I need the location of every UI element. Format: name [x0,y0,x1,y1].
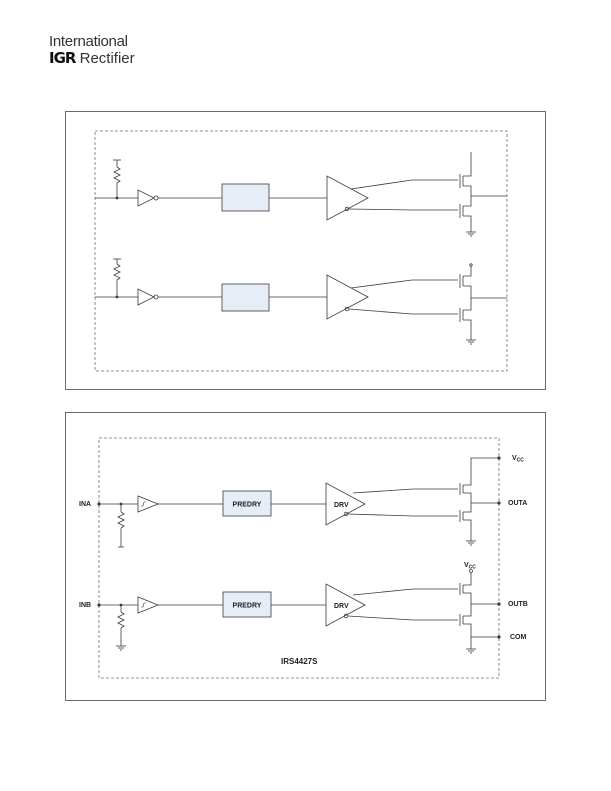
block-diagram-2-svg: INA INB VCC VCC OUTA OUTB COM PREDRY PRE… [79,437,528,679]
ic-outline [94,130,508,372]
block-diagram-unlabeled [65,111,546,390]
ir-logo-mark-icon: IGR [49,49,76,67]
hysteresis-glyphs [141,501,146,608]
channel-a-2 [97,456,501,548]
pmos-a [463,457,499,486]
schmitt-trigger-a [137,495,160,513]
predriver-block-b [222,591,272,618]
driver-block-a [325,482,366,526]
channel-b-1 [95,258,507,345]
channel-b-2 [97,569,501,654]
pin-com-label: COM [510,634,527,641]
driver-b-label: DRV [334,603,349,610]
predriver-block-b [221,283,270,312]
pin-outb-label: OUTB [508,601,528,608]
schmitt-trigger-b [137,288,155,306]
pin-inb-label: INB [79,602,91,609]
resistor-a [117,511,125,529]
nmos-a [463,215,472,232]
channel-a-1 [95,152,507,237]
logo-text-international: International [49,33,128,50]
resistor-a [113,166,121,184]
predriver-block-a [222,490,272,517]
logo-line-2: IGR Rectifier [49,49,135,68]
nmos-b [463,623,499,638]
predriver-b-label: PREDRY [233,603,262,610]
ic-outline [98,437,500,679]
pin-ina-label: INA [79,501,91,508]
nmos-a [463,519,472,541]
part-number-label: IRS4427S [281,657,318,666]
predriver-block-a [221,183,270,212]
nmos-b [463,319,472,340]
pmos-b [463,573,472,586]
predriver-a-label: PREDRY [233,502,262,509]
pin-vcc-label: VCC [512,455,524,464]
pmos-a [463,152,472,177]
resistor-b [113,263,121,281]
schmitt-trigger-b [137,596,160,614]
block-diagram-1-svg [94,130,508,372]
driver-block-a [326,175,369,221]
block-diagram-labeled: INA INB VCC VCC OUTA OUTB COM PREDRY PRE… [65,412,546,701]
driver-block-b [325,583,366,627]
driver-a-label: DRV [334,502,349,509]
pmos-b [463,266,472,277]
driver-block-b [326,274,369,320]
vcc-internal-label: VCC [464,562,476,571]
company-logo: International IGR Rectifier [49,33,135,68]
pin-outa-label: OUTA [508,500,527,507]
schmitt-trigger-a [137,189,155,207]
resistor-b [117,611,125,629]
logo-text-rectifier: Rectifier [79,50,135,67]
